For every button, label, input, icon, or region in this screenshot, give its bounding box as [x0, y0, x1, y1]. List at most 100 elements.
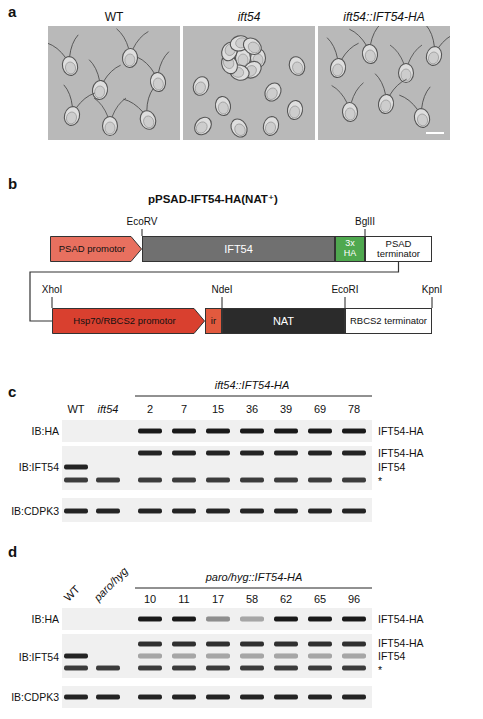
lane-number: 58	[246, 593, 258, 606]
site-tick	[432, 297, 433, 308]
cell	[48, 35, 88, 80]
site-tick	[52, 297, 53, 308]
lane-number: 10	[144, 593, 156, 606]
blot-membrane	[62, 608, 372, 630]
lane-number: 15	[212, 403, 224, 416]
chloroplast	[142, 115, 156, 130]
flagellum	[133, 30, 149, 50]
flagellum	[421, 26, 439, 47]
strain-group: paro/hyg::IFT54-HA	[206, 571, 303, 584]
lane-number: 39	[280, 403, 292, 416]
restriction-site: BglII	[355, 216, 375, 228]
cell	[416, 26, 450, 69]
cell-body	[287, 55, 308, 78]
node-label: RBCS2 terminator	[350, 316, 427, 326]
micrograph-background	[183, 26, 315, 140]
node-label: Hsp70/RBCS2 promotor	[73, 316, 175, 326]
chloroplast	[152, 77, 164, 91]
antibody-label: IB:CDPK3	[11, 691, 59, 704]
cell	[321, 38, 359, 80]
blot-band	[274, 695, 298, 700]
cell-body	[60, 55, 79, 77]
chloroplast	[124, 54, 135, 67]
cell	[399, 87, 440, 132]
lane-number: 62	[280, 593, 292, 606]
node-text-block: NAT	[273, 315, 294, 327]
blot-band	[342, 478, 366, 483]
lane-number: 2	[147, 403, 153, 416]
blot-band	[64, 695, 88, 700]
blot-band	[138, 451, 162, 456]
arrow-shape	[53, 309, 205, 334]
chloroplast	[345, 108, 356, 121]
antibody-label: IB:IFT54	[19, 461, 59, 474]
panel-letter: c	[8, 383, 16, 401]
node-text-block: 3x HA	[338, 239, 362, 259]
cell-body	[103, 117, 118, 136]
blot-band	[274, 642, 298, 647]
chloroplast	[416, 113, 429, 127]
strain-group: ift54::IFT54-HA	[215, 379, 290, 392]
micrograph	[318, 26, 450, 140]
cell	[113, 29, 148, 69]
node-label: PSAD promotor	[59, 244, 126, 254]
blot-band	[308, 654, 332, 659]
blot-band	[206, 509, 230, 514]
blot-band	[342, 666, 366, 671]
band-label: IFT54-HA	[378, 637, 424, 650]
blot-band	[64, 509, 88, 514]
blot-band	[206, 654, 230, 659]
micrograph-background	[318, 26, 450, 140]
flagellum	[155, 52, 172, 73]
flagellum	[399, 91, 417, 113]
band-label: *	[378, 475, 382, 488]
blot-band	[206, 478, 230, 483]
gene-box: IFT54	[142, 236, 335, 262]
blot-band	[308, 642, 332, 647]
cell	[349, 26, 387, 66]
panel-letter: d	[8, 543, 17, 561]
restriction-site: XhoI	[42, 284, 63, 296]
flagellum	[140, 88, 160, 111]
blot-band	[138, 695, 162, 700]
blot-band	[342, 617, 366, 622]
chloroplast	[194, 81, 208, 96]
chloroplast	[265, 86, 280, 101]
micrograph	[183, 26, 315, 140]
blot-band	[274, 429, 298, 434]
lane-number: 96	[348, 593, 360, 606]
cell	[214, 95, 232, 116]
blot-band	[206, 695, 230, 700]
cell	[240, 35, 264, 58]
chloroplast	[246, 40, 262, 55]
site-tick	[142, 229, 143, 236]
cell-body	[228, 116, 250, 140]
antibody-label: IB:HA	[32, 425, 59, 438]
cell	[228, 116, 250, 140]
blot-band	[274, 654, 298, 659]
strain-name: ift54::IFT54-HA	[343, 10, 424, 24]
cell	[261, 115, 280, 137]
blot-band	[172, 429, 196, 434]
site-tick	[222, 297, 223, 308]
blot-band	[138, 429, 162, 434]
chloroplast	[264, 121, 277, 135]
lane-number: 11	[178, 593, 189, 606]
promoter-arrow: PSAD promotor	[50, 236, 142, 262]
node-text-block: PSAD terminator	[368, 239, 429, 260]
blot-band	[308, 617, 332, 622]
blot-band	[64, 478, 88, 483]
flagellum	[59, 85, 77, 107]
restriction-site: EcoRV	[127, 216, 158, 228]
node-text-block: RBCS2 terminator	[350, 316, 427, 326]
blot-band	[240, 429, 264, 434]
band-label: *	[378, 664, 382, 677]
node-label: ir	[211, 316, 216, 326]
group-bracket	[135, 396, 372, 397]
blot-band	[240, 695, 264, 700]
blot-band	[64, 666, 88, 671]
blot-band	[206, 666, 230, 671]
blot-band	[274, 451, 298, 456]
